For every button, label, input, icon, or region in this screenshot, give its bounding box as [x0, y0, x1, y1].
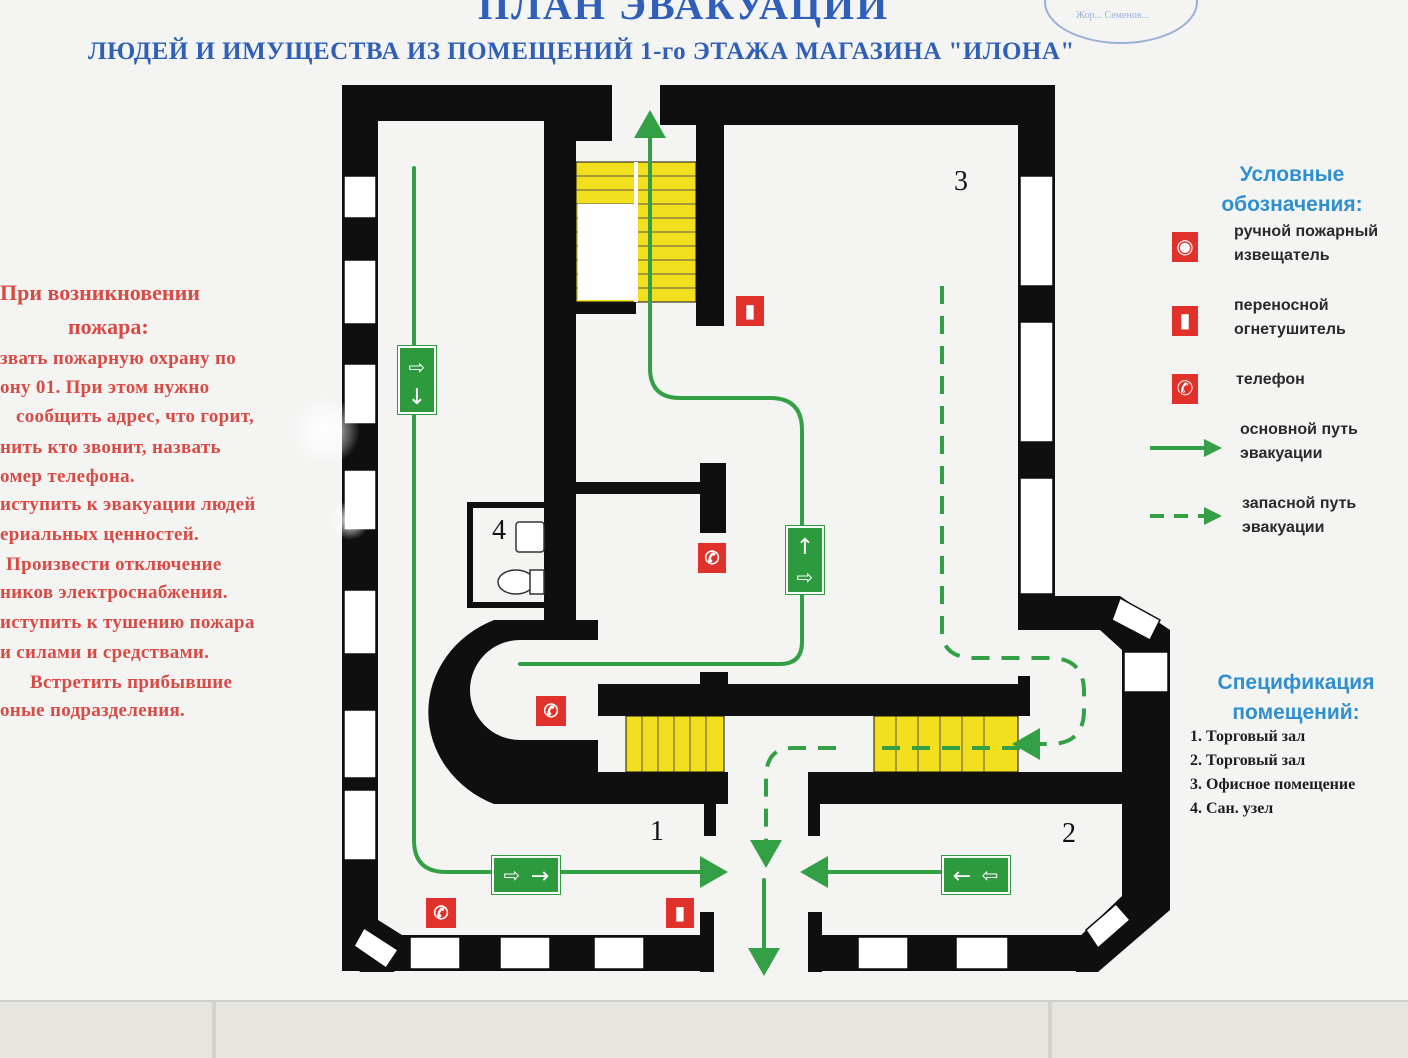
- instructions-line: омер телефона.: [0, 466, 135, 487]
- fire-extinguisher-icon: ▮: [666, 898, 694, 928]
- svg-text:←: ←: [953, 864, 971, 889]
- stamp-text: Жор... Семенов...: [1076, 10, 1150, 21]
- windows: [343, 175, 1169, 970]
- legend-label-primary-route: основной путь эвакуации: [1240, 421, 1358, 462]
- exit-sign-up: ↑⇨: [786, 526, 824, 594]
- running-man-icon: ↑⇨: [796, 535, 814, 589]
- phone-icon: ✆: [698, 543, 726, 573]
- toilet-fixtures: [497, 521, 545, 595]
- svg-text:⇦: ⇦: [982, 863, 999, 887]
- plan-title: ПЛАН ЭВАКУАЦИИ: [478, 0, 890, 28]
- running-man-icon: ⇨→: [504, 863, 550, 889]
- wall-tiles: [0, 1000, 1408, 1058]
- instructions-heading: При возникновении: [0, 280, 200, 305]
- instructions-line: ериальных ценностей.: [0, 524, 200, 545]
- dashed-arrow-icon: [1150, 507, 1222, 525]
- glare-reflection: [290, 396, 360, 466]
- room-number-2: 2: [1062, 818, 1076, 849]
- fire-alarm-icon: ◉: [1172, 232, 1198, 262]
- phone-icon: ✆: [426, 898, 456, 928]
- svg-text:⇨: ⇨: [504, 863, 521, 887]
- instructions-line: звать пожарную охрану по: [0, 348, 237, 369]
- room-number-3: 3: [954, 166, 968, 197]
- running-man-icon: ←⇦: [953, 863, 999, 889]
- legend-title-text: Условные обозначения:: [1221, 163, 1363, 216]
- exit-sign-right: ⇨→: [492, 856, 560, 894]
- legend-label-secondary-route: запасной путь эвакуации: [1242, 495, 1357, 536]
- stairs: [575, 161, 1019, 773]
- tile-grout: [1048, 1002, 1052, 1058]
- instructions-line: сообщить адрес, что горит,: [16, 406, 254, 427]
- fire-extinguisher-icon: ▮: [1172, 306, 1198, 336]
- solid-arrow-icon: [1150, 439, 1222, 457]
- legend-label-extinguisher: переносной огнетушитель: [1234, 297, 1346, 338]
- floor-plan: [342, 85, 1170, 976]
- running-man-icon: ⇨↓: [408, 355, 426, 410]
- svg-text:↓: ↓: [408, 385, 426, 410]
- plan-subtitle: ЛЮДЕЙ И ИМУЩЕСТВА ИЗ ПОМЕЩЕНИЙ 1-го ЭТАЖ…: [88, 38, 1075, 65]
- svg-text:↑: ↑: [796, 535, 814, 560]
- phone-icon: ✆: [1172, 374, 1198, 404]
- tile-grout: [212, 1002, 216, 1058]
- instructions-line: и силами и средствами.: [0, 642, 210, 663]
- legend-label-phone: телефон: [1236, 371, 1305, 388]
- instructions-line: ону 01. При этом нужно: [0, 377, 210, 398]
- room-number-4: 4: [492, 515, 506, 546]
- instructions-line: иступить к тушению пожара: [0, 612, 255, 633]
- svg-text:⇨: ⇨: [409, 355, 426, 379]
- room-number-1: 1: [650, 816, 664, 847]
- spec-item-4: 4. Сан. узел: [1190, 800, 1274, 817]
- fire-extinguisher-icon: ▮: [736, 296, 764, 326]
- instructions-line: ников электроснабжения.: [0, 582, 228, 603]
- specification-title: Спецификация помещений:: [1212, 668, 1380, 728]
- instructions-line: оные подразделения.: [0, 700, 186, 721]
- instructions-line: Произвести отключение: [6, 554, 222, 575]
- instructions-line: нить кто звонит, назвать: [0, 437, 221, 458]
- exit-sign-down: ⇨↓: [398, 346, 436, 414]
- spec-item-1: 1. Торговый зал: [1190, 728, 1306, 745]
- instructions-heading-2: пожара:: [68, 314, 149, 339]
- secondary-evacuation-routes: [750, 286, 1086, 868]
- specification-title-text: Спецификация помещений:: [1217, 671, 1375, 724]
- legend-label-fire-alarm: ручной пожарный извещатель: [1234, 223, 1379, 264]
- exit-sign-left: ←⇦: [942, 856, 1010, 894]
- legend-title: Условные обозначения:: [1212, 160, 1372, 220]
- instructions-line: Встретить прибывшие: [30, 672, 233, 693]
- glare-reflection: [330, 500, 370, 540]
- spec-item-2: 2. Торговый зал: [1190, 752, 1306, 769]
- instructions-line: иступить к эвакуации людей: [0, 494, 256, 515]
- spec-item-3: 3. Офисное помещение: [1190, 776, 1356, 793]
- evacuation-plan-board: ПЛАН ЭВАКУАЦИИ ЛЮДЕЙ И ИМУЩЕСТВА ИЗ ПОМЕ…: [0, 0, 1408, 1000]
- svg-text:⇨: ⇨: [797, 565, 814, 589]
- phone-icon: ✆: [536, 696, 566, 726]
- svg-text:→: →: [531, 864, 549, 889]
